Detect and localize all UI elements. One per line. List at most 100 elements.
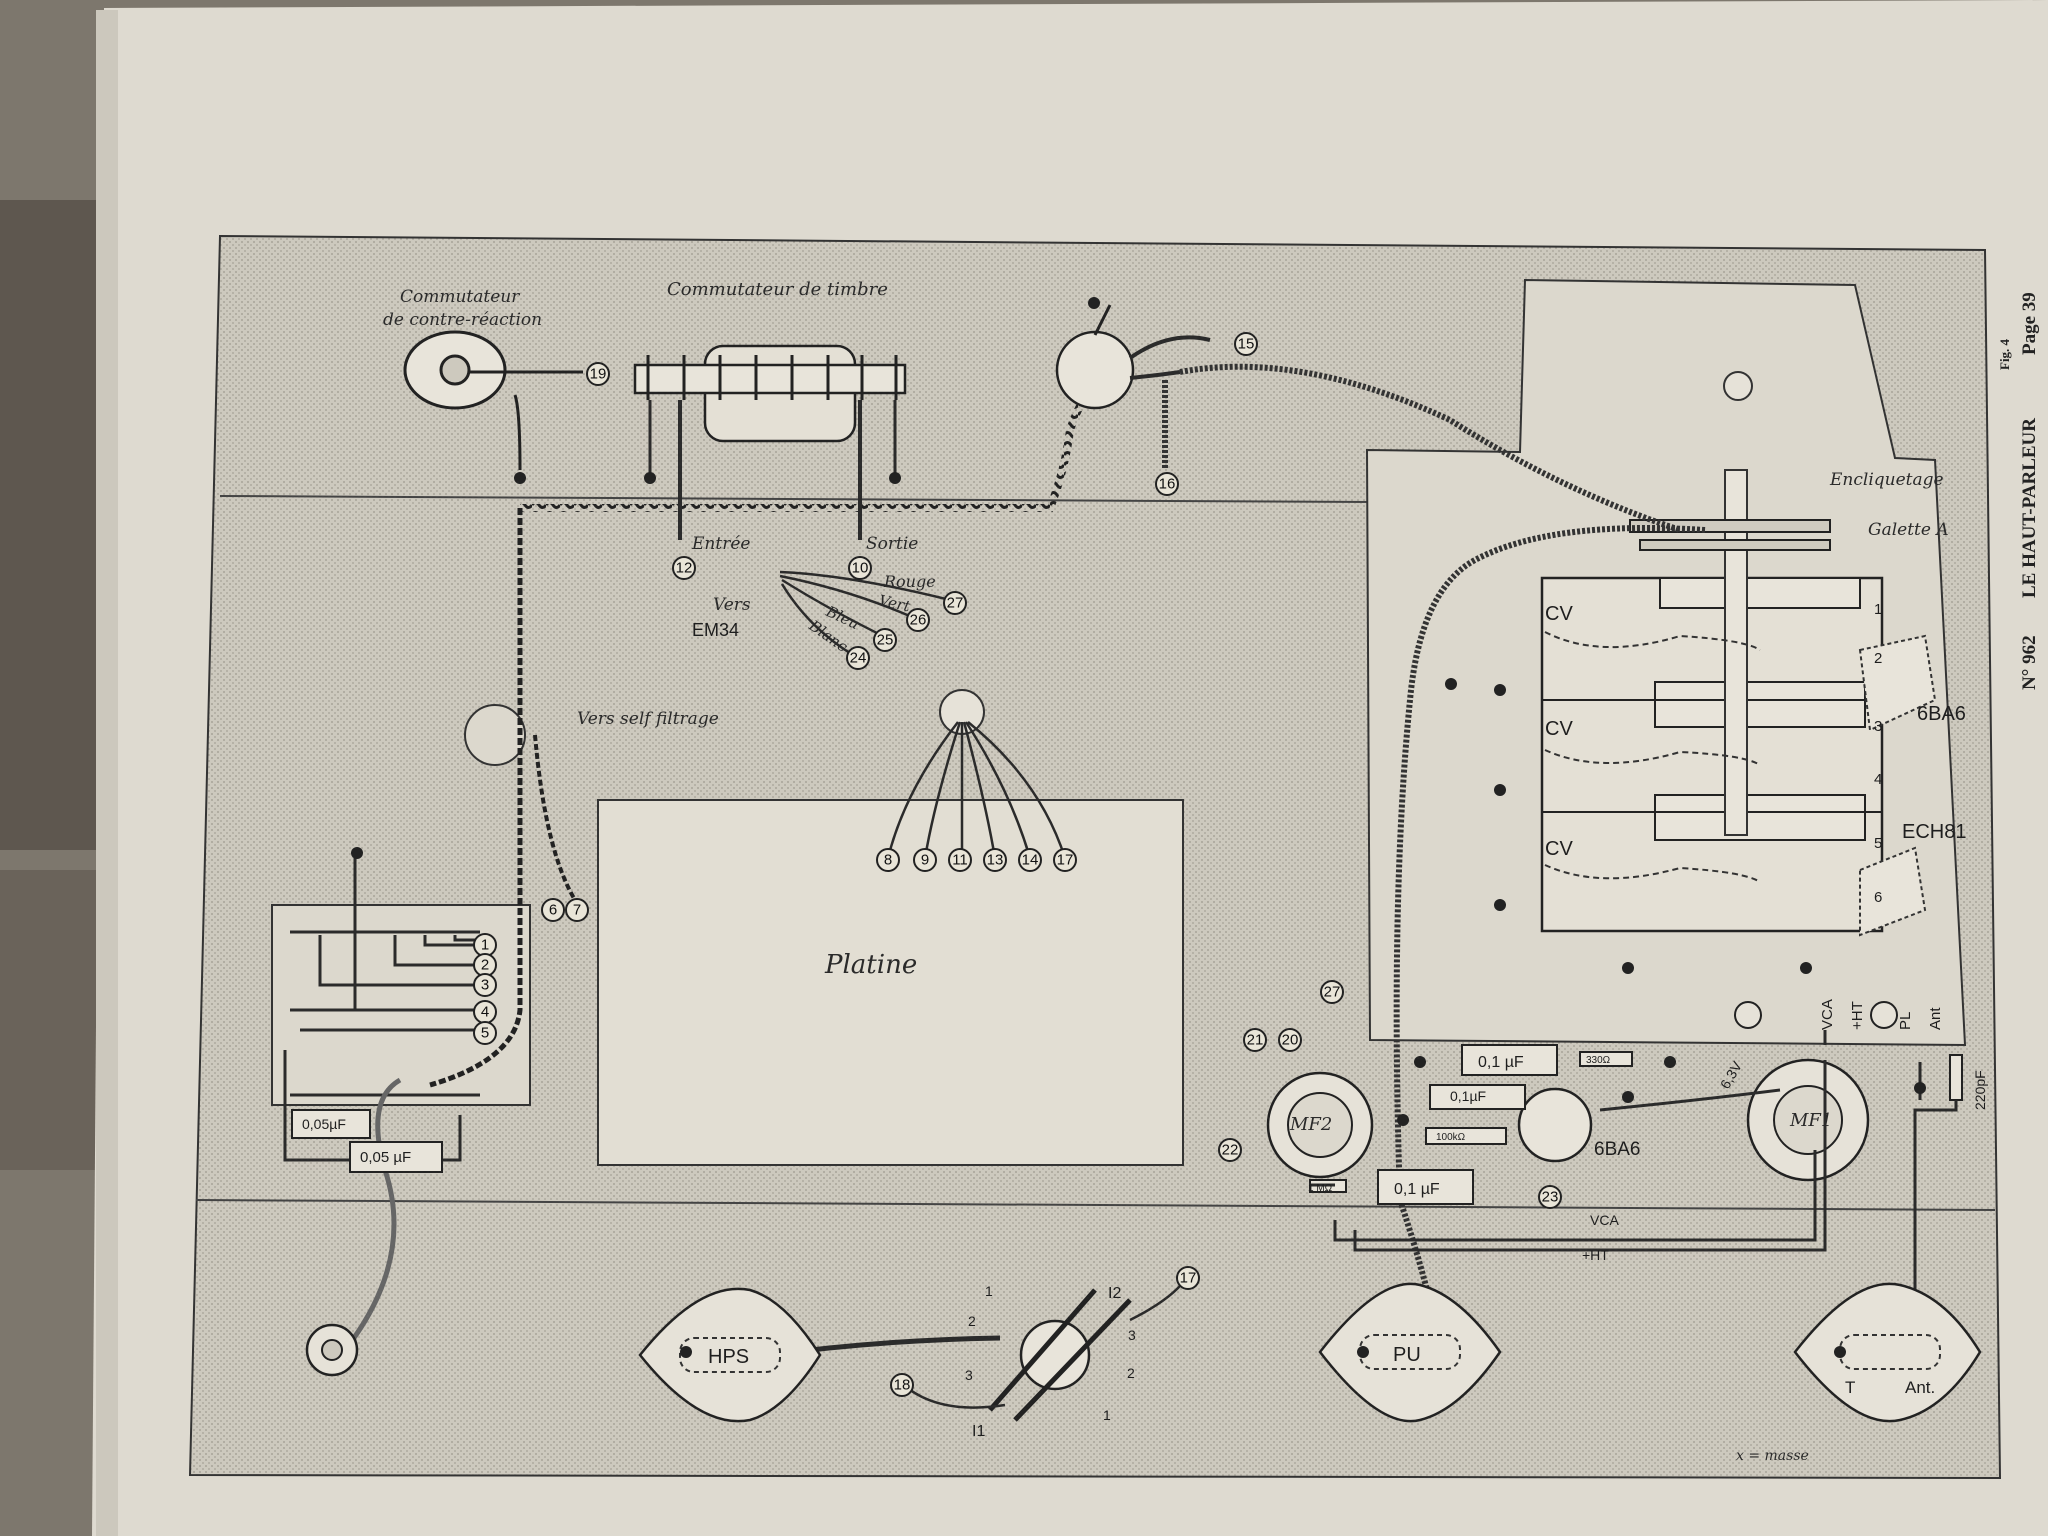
- connection-number-8: 8: [876, 848, 900, 872]
- floor-tile: [0, 200, 100, 850]
- svg-text:10: 10: [852, 560, 869, 577]
- range-position-2: 2: [1874, 650, 1882, 667]
- page-number: Page 39: [2019, 292, 2040, 355]
- tube-socket-ech81: [1859, 846, 1927, 937]
- label-feedback-switch-2: de contre-réaction: [383, 310, 542, 330]
- capacitor-01uf-top: [1461, 1044, 1558, 1076]
- label-ant: Ant: [1927, 1007, 1944, 1030]
- ground-markers: [351, 297, 1926, 1358]
- connection-number-3: 3: [473, 973, 497, 997]
- pilot-lamp-right: [1870, 1001, 1898, 1029]
- label-socket-t: T: [1845, 1378, 1855, 1397]
- selector-position-1: 1: [1103, 1407, 1111, 1423]
- svg-text:6: 6: [549, 902, 557, 919]
- galette-wafer: [1629, 519, 1831, 533]
- mf2-transformer: [1266, 1071, 1374, 1179]
- issue-number: N° 962: [2019, 635, 2040, 690]
- platine-leads: [886, 721, 1067, 859]
- label-cap-01-c: 0,1µF: [1450, 1088, 1486, 1104]
- self-lead: [533, 734, 577, 902]
- connection-number-13: 13: [983, 848, 1007, 872]
- svg-text:16: 16: [1159, 476, 1176, 493]
- svg-text:15: 15: [1238, 336, 1255, 353]
- svg-text:17: 17: [1180, 1270, 1197, 1287]
- label-vca: VCA: [1819, 999, 1836, 1030]
- capacitor-220pf: [1949, 1054, 1963, 1101]
- selector-position-2: 2: [968, 1313, 976, 1329]
- selector-position-3: 3: [1128, 1327, 1136, 1343]
- mounting-hole: [1723, 371, 1753, 401]
- label-sortie: Sortie: [866, 534, 918, 554]
- connection-number-14: 14: [1018, 848, 1042, 872]
- svg-text:13: 13: [987, 852, 1004, 869]
- svg-text:7: 7: [573, 902, 581, 919]
- page-header: N° 962 LE HAUT-PARLEUR Page 39 Fig. 4: [1997, 292, 2040, 690]
- label-hps: HPS: [708, 1346, 749, 1368]
- switch-shaft: [1724, 469, 1748, 836]
- connection-number-18: 18: [890, 1373, 914, 1397]
- connection-number-17: 17: [1053, 848, 1077, 872]
- svg-text:24: 24: [850, 650, 867, 667]
- label-galette: Galette A: [1868, 520, 1949, 540]
- svg-text:23: 23: [1542, 1189, 1559, 1206]
- feedback-switch[interactable]: [403, 330, 583, 471]
- tube-socket-6ba6-right: [1858, 634, 1937, 732]
- label-res-1m: 1 MΩ: [1308, 1183, 1333, 1194]
- legend-masse: x = masse: [1736, 1448, 1809, 1464]
- label-cap-005-a: 0,05µF: [302, 1116, 346, 1132]
- 6ba6-socket-bottom: [1517, 1087, 1593, 1163]
- label-res-100k: 100kΩ: [1436, 1132, 1466, 1143]
- chassis-fold-line: [195, 1199, 1996, 1211]
- speaker-selector-switch[interactable]: [769, 1279, 1186, 1422]
- connection-number-7: 7: [565, 898, 589, 922]
- twisted-pair-left: [429, 508, 523, 1088]
- label-i2: I2: [1108, 1285, 1121, 1302]
- svg-text:9: 9: [921, 852, 929, 869]
- svg-text:20: 20: [1282, 1032, 1299, 1049]
- figure-number: Fig. 4: [1997, 338, 2012, 370]
- connection-number-23: 23: [1538, 1185, 1562, 1209]
- variable-capacitor-gang: [1540, 576, 1884, 933]
- selector-position-2: 2: [1127, 1365, 1135, 1381]
- connection-number-15: 15: [1234, 332, 1258, 356]
- tone-switch[interactable]: [633, 344, 907, 540]
- top-rotary-switch[interactable]: [1055, 304, 1211, 470]
- pilot-lamp-left: [1734, 1001, 1762, 1029]
- label-pu: PU: [1393, 1344, 1421, 1366]
- label-entree: Entrée: [691, 534, 750, 554]
- capacitor-01uf-low: [1377, 1169, 1474, 1205]
- label-ht: +HT: [1849, 1001, 1866, 1030]
- antenna-socket[interactable]: [1793, 1282, 1982, 1423]
- connection-number-25: 25: [873, 628, 897, 652]
- connection-number-9: 9: [913, 848, 937, 872]
- label-vers-em34-1: Vers: [713, 595, 751, 615]
- label-mf1: MF1: [1789, 1110, 1832, 1131]
- svg-text:3: 3: [481, 977, 489, 994]
- connection-number-24: 24: [846, 646, 870, 670]
- label-vca-bus: VCA: [1590, 1212, 1619, 1228]
- capacitor-01uf-mid: [1429, 1084, 1526, 1110]
- pu-socket[interactable]: [1318, 1282, 1502, 1423]
- paper-fold: [96, 10, 118, 1536]
- connection-number-16: 16: [1155, 472, 1179, 496]
- label-ech81: ECH81: [1902, 821, 1966, 843]
- connection-number-21: 21: [1243, 1028, 1267, 1052]
- resistor-330: [1579, 1051, 1633, 1067]
- range-position-3: 3: [1874, 718, 1882, 735]
- svg-text:1: 1: [481, 937, 489, 954]
- svg-text:18: 18: [894, 1377, 911, 1394]
- connection-number-10: 10: [848, 556, 872, 580]
- label-pl: PL: [1897, 1012, 1914, 1030]
- label-socket-ant: Ant.: [1905, 1378, 1935, 1397]
- selector-position-3: 3: [965, 1367, 973, 1383]
- connection-number-27: 27: [1320, 980, 1344, 1004]
- label-cap-005-b: 0,05 µF: [360, 1149, 411, 1166]
- label-cv-3: CV: [1545, 838, 1573, 860]
- hps-socket[interactable]: [638, 1287, 822, 1423]
- label-encliquetage: Encliquetage: [1829, 470, 1944, 490]
- svg-text:22: 22: [1222, 1142, 1239, 1159]
- range-position-4: 4: [1874, 771, 1882, 788]
